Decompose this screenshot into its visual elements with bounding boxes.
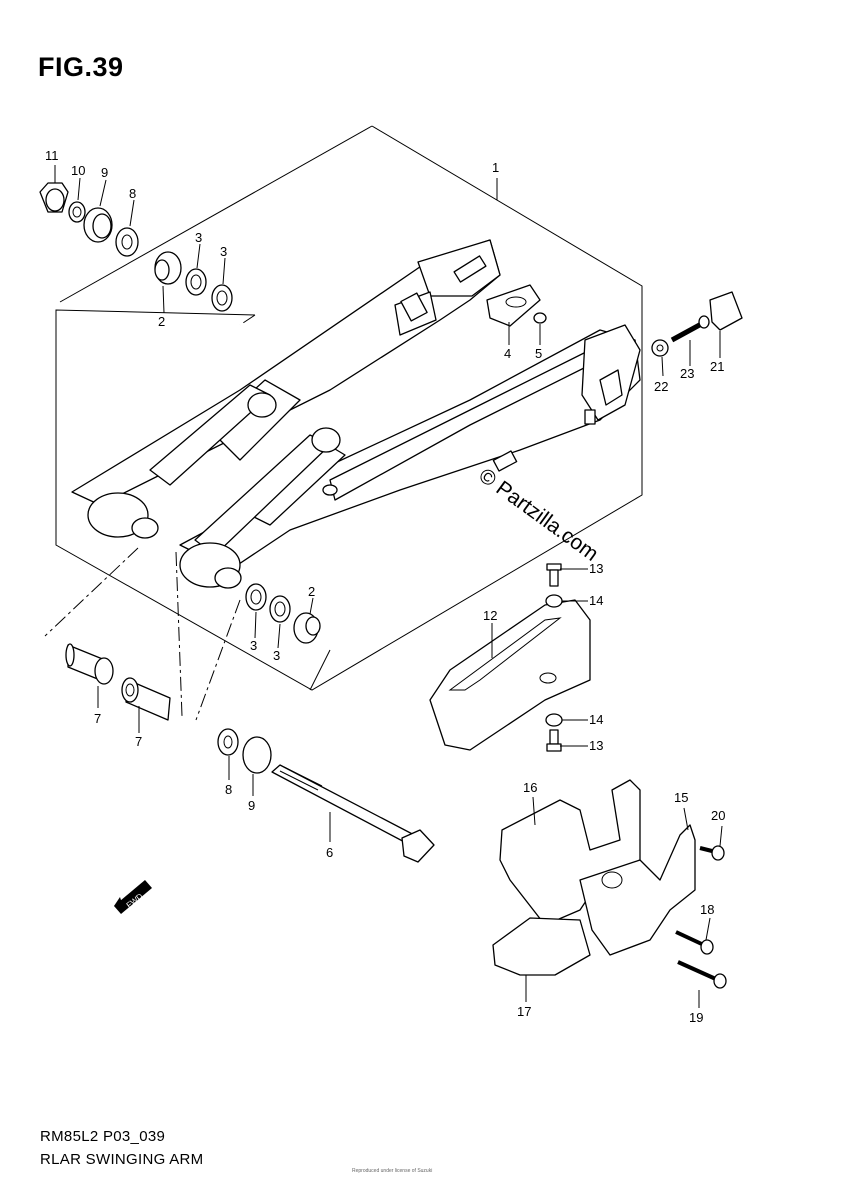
callout-17: 17 xyxy=(517,1004,531,1019)
callout-9: 9 xyxy=(101,165,108,180)
nut-22[interactable] xyxy=(651,339,669,357)
callout-21: 21 xyxy=(710,359,724,374)
plate-4[interactable] xyxy=(486,284,541,327)
swing-arm[interactable] xyxy=(71,239,641,589)
bolt-20[interactable] xyxy=(699,845,725,861)
bolt-13-lower[interactable] xyxy=(546,729,562,752)
callout-10: 10 xyxy=(71,163,85,178)
callout-20: 20 xyxy=(711,808,725,823)
nut-14-upper[interactable] xyxy=(545,594,563,608)
seal-9-lower[interactable] xyxy=(242,736,272,774)
assembly-outline xyxy=(55,125,643,691)
collar-7-right[interactable] xyxy=(121,677,171,721)
bolt-19[interactable] xyxy=(677,960,727,989)
callout-3: 3 xyxy=(273,648,280,663)
washer-8-lower[interactable] xyxy=(217,728,239,756)
copyright-notice: Reproduced under license of Suzuki xyxy=(352,1168,433,1174)
bearing-3-upper[interactable] xyxy=(185,268,233,312)
bolt-13-upper[interactable] xyxy=(546,563,562,587)
callout-23: 23 xyxy=(680,366,694,381)
washer-10[interactable] xyxy=(68,201,86,223)
bushing-2-lower[interactable] xyxy=(293,612,321,644)
callout-labels: 1 2 2 3 3 3 3 4 5 6 7 7 8 8 9 9 10 11 12… xyxy=(45,148,725,1025)
bracket-16[interactable] xyxy=(499,779,641,926)
callout-14: 14 xyxy=(589,712,603,727)
nut-11[interactable] xyxy=(39,182,69,213)
callout-14: 14 xyxy=(589,593,603,608)
callout-3: 3 xyxy=(220,244,227,259)
callout-3: 3 xyxy=(250,638,257,653)
callout-15: 15 xyxy=(674,790,688,805)
callout-6: 6 xyxy=(326,845,333,860)
callout-19: 19 xyxy=(689,1010,703,1025)
chain-guard-15[interactable] xyxy=(579,824,696,956)
callout-3: 3 xyxy=(195,230,202,245)
callout-13: 13 xyxy=(589,561,603,576)
callout-13: 13 xyxy=(589,738,603,753)
callout-8: 8 xyxy=(129,186,136,201)
bolt-23[interactable] xyxy=(670,315,710,343)
callout-22: 22 xyxy=(654,379,668,394)
chain-adjuster-21[interactable] xyxy=(709,291,743,331)
callout-8: 8 xyxy=(225,782,232,797)
callout-7: 7 xyxy=(135,734,142,749)
bearing-3-lower[interactable] xyxy=(245,583,291,623)
callout-1: 1 xyxy=(492,160,499,175)
callout-11: 11 xyxy=(45,148,59,163)
callout-18: 18 xyxy=(700,902,714,917)
bolt-18[interactable] xyxy=(675,930,714,955)
model-code: RM85L2 P03_039 xyxy=(40,1128,166,1145)
callout-4: 4 xyxy=(504,346,511,361)
callout-2: 2 xyxy=(308,584,315,599)
leader-lines xyxy=(54,165,723,1008)
callout-7: 7 xyxy=(94,711,101,726)
figure-title: FIG.39 xyxy=(38,52,124,82)
callout-5: 5 xyxy=(535,346,542,361)
screw-5[interactable] xyxy=(533,312,547,324)
fwd-arrow-icon: FWD xyxy=(114,880,152,914)
chain-guide-12[interactable] xyxy=(429,599,591,751)
washer-8-upper[interactable] xyxy=(115,227,139,257)
seal-9-upper[interactable] xyxy=(83,207,113,243)
guide-17[interactable] xyxy=(492,917,591,976)
collar-7-left[interactable] xyxy=(65,643,114,685)
callout-2: 2 xyxy=(158,314,165,329)
nut-14-lower[interactable] xyxy=(545,713,563,727)
callout-16: 16 xyxy=(523,780,537,795)
axle-6[interactable] xyxy=(271,764,435,863)
axis-lines xyxy=(44,314,256,721)
section-title: RLAR SWINGING ARM xyxy=(40,1151,204,1168)
callout-12: 12 xyxy=(483,608,497,623)
callout-9: 9 xyxy=(248,798,255,813)
bushing-2-upper[interactable] xyxy=(154,251,182,285)
